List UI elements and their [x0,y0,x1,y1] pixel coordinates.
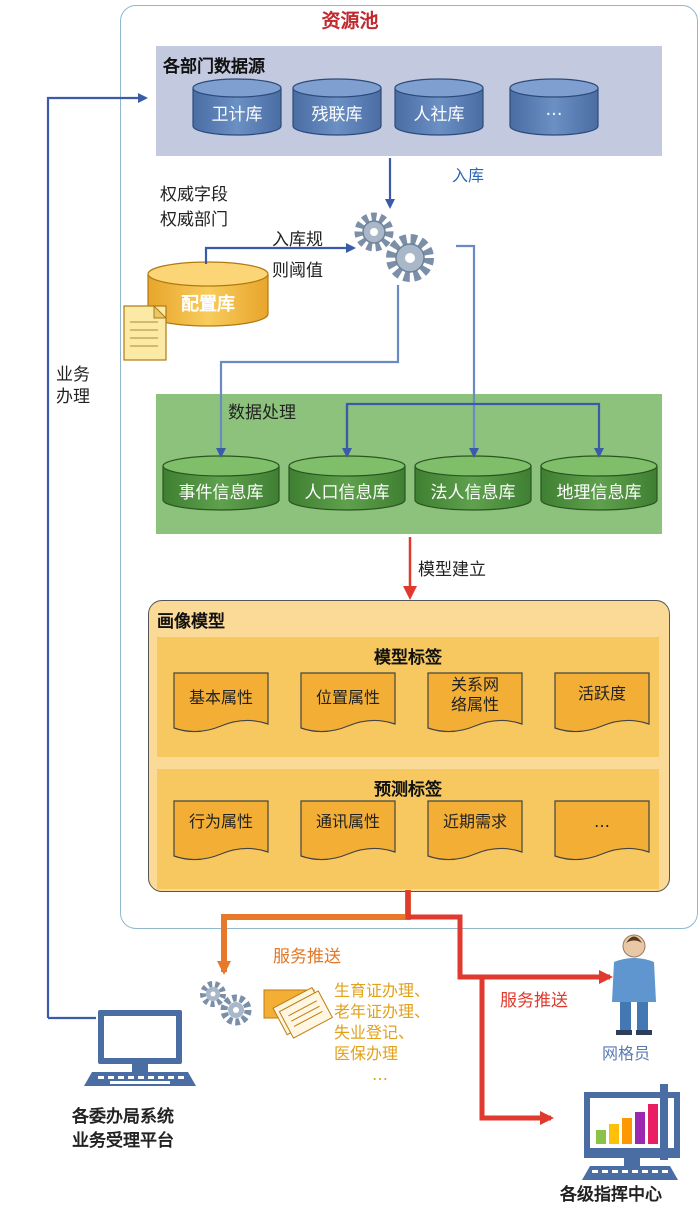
ingest-rule-label-2: 则阈值 [272,261,323,281]
db-label-text: 事件信息库 [178,483,264,503]
tag-communication: 通讯属性 [315,812,380,831]
db-cylinder [288,455,406,511]
arrow-config-to-gears [204,243,356,264]
model-tags-title: 模型标签 [374,648,442,668]
business-label-2: 办理 [56,387,90,407]
service-item: 医保办理 [334,1044,399,1063]
tag-doc: 通讯属性 [300,800,396,864]
tag-relation: 关系网络属性 [450,675,499,714]
db-label-text: 残联库 [311,105,363,125]
db-cylinder [509,78,599,136]
authority-fields-label: 权威字段 [160,185,228,205]
documents-stack-icon [263,986,334,1039]
tag-doc: 关系网络属性 [427,672,523,736]
gear-icon [220,994,252,1026]
tag-location: 位置属性 [315,688,380,707]
monitor-chart-icon [582,1084,680,1180]
business-label-1: 业务 [56,365,90,385]
person-icon [612,934,656,1035]
db-label-text: … [545,100,563,120]
tag-doc: 近期需求 [427,800,523,864]
db-label-text: 法人信息库 [430,483,516,503]
service-item: 老年证办理、 [334,1002,431,1021]
notepad-icon [123,304,168,361]
db-label-text: 人社库 [413,105,465,125]
portrait-title: 画像模型 [157,612,225,632]
db-label-text: 卫计库 [211,105,263,125]
config-db-cylinder [147,261,269,327]
service-push-right-label: 服务推送 [500,991,568,1011]
sources-title: 各部门数据源 [163,57,265,77]
gear-icon [386,234,434,282]
arrow-push-command [479,977,554,1125]
db-cylinder [540,455,658,511]
gear-icon [354,212,394,252]
service-push-left-label: 服务推送 [273,947,341,967]
command-center-label: 各级指挥中心 [560,1185,662,1205]
tag-doc: … [554,800,650,864]
tag-doc: 位置属性 [300,672,396,736]
ingest-label: 入库 [452,166,485,185]
arrow-business-to-sources [46,93,148,1018]
db-cylinder [292,78,382,136]
tag-behavior: 行为属性 [188,812,253,831]
platform-label-2: 业务受理平台 [72,1131,174,1151]
processing-title: 数据处理 [228,403,296,423]
db-cylinder [192,78,282,136]
tag-basic: 基本属性 [188,688,253,707]
db-cylinder [162,455,280,511]
computer-icon [84,1010,196,1086]
tag-more: … [594,812,610,831]
modeling-label: 模型建立 [418,560,486,580]
ingest-rule-label-1: 入库规 [272,230,323,250]
tag-activity: 活跃度 [577,684,626,703]
service-item: 失业登记、 [334,1023,415,1042]
db-label-text: 人口信息库 [304,483,390,503]
arrow-push-grid [405,890,613,984]
platform-label-1: 各委办局系统 [72,1107,174,1127]
tag-doc: 行为属性 [173,800,269,864]
grid-member-label: 网格员 [602,1044,651,1063]
arrow-gears-to-event-db [216,285,400,458]
tag-doc: 基本属性 [173,672,269,736]
gear-icon [200,981,226,1007]
predict-tags-title: 预测标签 [374,780,442,800]
tag-doc: 活跃度 [554,672,650,736]
authority-dept-label: 权威部门 [160,210,228,230]
db-label-text: 地理信息库 [556,483,642,503]
db-cylinder [394,78,484,136]
service-item: … [372,1065,388,1084]
config-db-text: 配置库 [181,294,235,315]
arrow-gears-to-legal-db [456,244,479,458]
resource-pool-title: 资源池 [321,10,379,32]
tag-demand: 近期需求 [442,812,507,831]
service-item: 生育证办理、 [334,981,431,1000]
